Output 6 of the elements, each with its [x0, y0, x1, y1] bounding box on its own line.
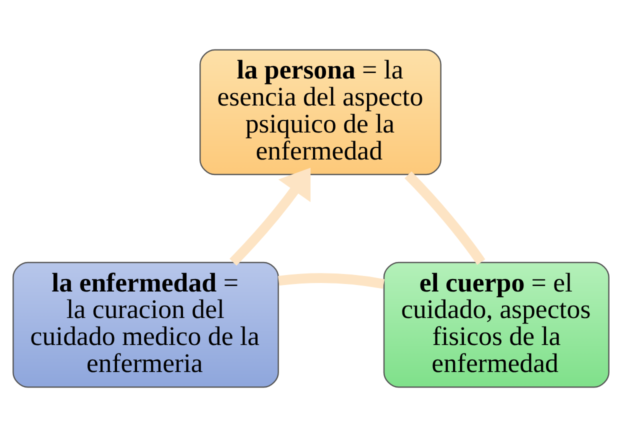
- node-box: la persona = la esencia del aspecto psiquico de la enfermedad: [200, 48, 442, 175]
- connector: [404, 170, 486, 264]
- arrow: [230, 167, 311, 266]
- node-box: el cuerpo = el cuidado, aspectos fisicos de la enfermedad: [383, 261, 610, 388]
- connector: [278, 272, 385, 288]
- node-box: la enfermedad = la curacion del cuidado medico de la enfermeria: [12, 261, 279, 388]
